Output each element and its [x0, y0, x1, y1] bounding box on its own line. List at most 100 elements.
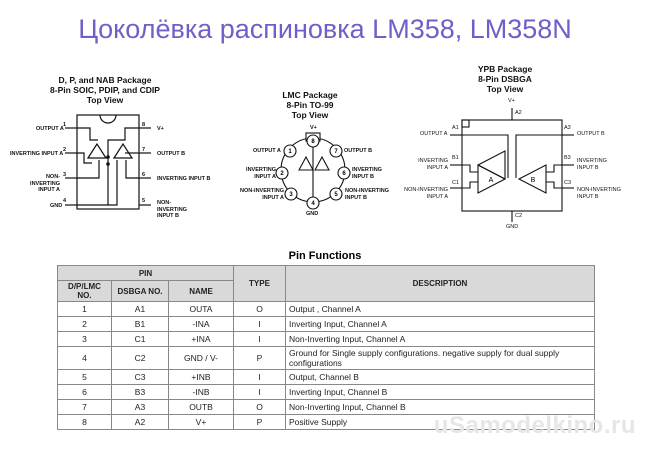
cell-dsbga-no: A1	[111, 301, 169, 317]
cell-name: GND / V-	[168, 346, 234, 370]
pin-label: INVERTING INPUT A	[246, 167, 276, 180]
cell-description: Non-Inverting Input, Channel A	[285, 331, 595, 347]
cell-description: Positive Supply	[285, 414, 595, 430]
pin-number: 8	[142, 122, 146, 128]
pin-label: V+	[508, 98, 515, 104]
svg-text:6: 6	[342, 171, 346, 177]
pin-number: 2	[63, 147, 67, 153]
pin-label: NON-INVERTING INPUT B	[157, 200, 187, 219]
heading-line: D, P, and NAB Package	[58, 75, 152, 85]
cell-dsbga-no: C2	[111, 346, 169, 370]
table-header-row: PIN TYPE DESCRIPTION	[57, 265, 595, 302]
dsbga-package-heading: YPB Package 8-Pin DSBGA Top View	[450, 64, 560, 94]
table-title: Pin Functions	[288, 250, 362, 262]
pin-label: OUTPUT A	[420, 131, 448, 137]
dip-package-heading: D, P, and NAB Package 8-Pin SOIC, PDIP, …	[30, 75, 180, 105]
cell-name: OUTB	[168, 399, 234, 415]
pin-label: NON-INVERTING INPUT A	[240, 188, 284, 201]
header-dp-no: D/P/LMC NO.	[57, 280, 112, 302]
cell-dsbga-no: C3	[111, 369, 169, 385]
pin-number: A1	[452, 125, 459, 131]
pin-number: C3	[564, 180, 572, 186]
pin-label: INVERTING INPUT A	[418, 158, 448, 171]
pin-label: NON-INVERTING INPUT B	[345, 188, 389, 201]
svg-text:4: 4	[311, 201, 315, 207]
pin-label: NON-INVERTING INPUT B	[577, 187, 621, 200]
cell-name: OUTA	[168, 301, 234, 317]
cell-type: I	[233, 369, 286, 385]
svg-text:5: 5	[334, 192, 338, 198]
pin-number: 4	[63, 198, 67, 204]
cell-type: O	[233, 301, 286, 317]
pin-number: 3	[63, 172, 67, 178]
amp-a-label: A	[489, 177, 494, 184]
watermark: uSamodelkino.ru	[433, 412, 636, 439]
cell-dsbga-no: A3	[111, 399, 169, 415]
cell-dp-no: 7	[57, 399, 112, 415]
svg-text:7: 7	[334, 149, 338, 155]
pin-label: INVERTING INPUT B	[577, 158, 607, 171]
cell-dp-no: 1	[57, 301, 112, 317]
cell-type: P	[233, 346, 286, 370]
pin-label: OUTPUT A	[253, 148, 281, 154]
pin-label: V+	[310, 125, 317, 131]
pin-label: OUTPUT B	[344, 148, 373, 154]
cell-dp-no: 5	[57, 369, 112, 385]
cell-dp-no: 8	[57, 414, 112, 430]
cell-description: Inverting Input, Channel A	[285, 316, 595, 332]
pin-number: A2	[515, 110, 522, 116]
pin-number: C2	[515, 213, 523, 219]
pin-label: GND	[50, 203, 63, 209]
cell-type: I	[233, 384, 286, 400]
cell-type: I	[233, 316, 286, 332]
cell-name: -INA	[168, 316, 234, 332]
svg-text:1: 1	[288, 149, 292, 155]
cell-dsbga-no: B3	[111, 384, 169, 400]
pin-number: B3	[564, 155, 571, 161]
pin-label: GND	[506, 224, 519, 230]
pin-label: OUTPUT B	[577, 131, 605, 137]
pin-label: INVERTING INPUT A	[10, 151, 64, 157]
cell-name: -INB	[168, 384, 234, 400]
dip-package-diagram	[65, 114, 151, 210]
cell-dsbga-no: B1	[111, 316, 169, 332]
pin-number: 1	[63, 122, 67, 128]
heading-line: Top View	[291, 110, 329, 120]
heading-line: YPB Package	[477, 64, 533, 74]
heading-line: 8-Pin SOIC, PDIP, and CDIP	[50, 85, 160, 95]
header-pin: PIN	[57, 265, 234, 281]
pin-number: A3	[564, 125, 571, 131]
heading-line: Top View	[86, 95, 124, 105]
cell-type: I	[233, 331, 286, 347]
heading-line: LMC Package	[282, 90, 338, 100]
pin-number: B1	[452, 155, 459, 161]
heading-line: 8-Pin TO-99	[286, 100, 334, 110]
cell-name: +INB	[168, 369, 234, 385]
amp-b-label: B	[531, 177, 536, 184]
pin-functions-table: PIN TYPE DESCRIPTION D/P/LMC NO. DSBGA N…	[57, 265, 595, 430]
header-type: TYPE	[233, 265, 286, 302]
cell-dp-no: 4	[57, 346, 112, 370]
svg-text:3: 3	[289, 192, 293, 198]
svg-text:8: 8	[311, 139, 315, 145]
cell-name: V+	[168, 414, 234, 430]
to99-package-heading: LMC Package 8-Pin TO-99 Top View	[250, 90, 370, 120]
pin-label: OUTPUT A	[36, 126, 64, 132]
pin-label: NON-INVERTING INPUT A	[30, 174, 60, 193]
page-title: Цоколёвка распиновка LM358, LM358N	[78, 14, 572, 44]
cell-dp-no: 2	[57, 316, 112, 332]
cell-description: Ground for Single supply configurations.…	[285, 346, 595, 370]
cell-name: +INA	[168, 331, 234, 347]
pin-label: NON-INVERTING INPUT A	[404, 187, 448, 200]
heading-line: Top View	[486, 84, 524, 94]
cell-type: O	[233, 399, 286, 415]
pin-label: GND	[306, 211, 319, 217]
cell-type: P	[233, 414, 286, 430]
cell-dp-no: 3	[57, 331, 112, 347]
